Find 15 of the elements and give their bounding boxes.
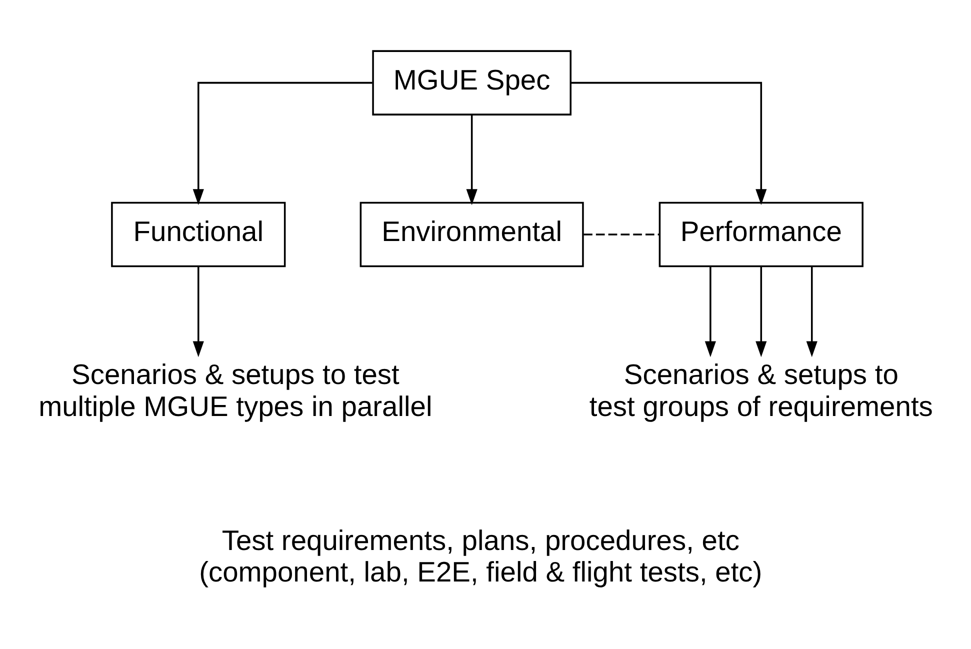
arrow: [756, 266, 767, 358]
node-text: Scenarios & setups to test groups of requirements: [589, 358, 933, 422]
node-text: Test requirements, plans, procedures, etc (component, lab, E2E, field & flight tests, etc): [199, 524, 762, 588]
node-box: Functional: [111, 202, 286, 268]
arrow: [704, 266, 716, 358]
node-box: Environmental: [360, 202, 584, 268]
node-text: Scenarios & setups to test multiple MGUE types in parallel: [38, 358, 432, 422]
arrow: [466, 115, 478, 206]
arrow: [571, 82, 767, 206]
node-box: MGUE Spec: [372, 50, 572, 116]
arrow: [806, 266, 818, 358]
node-box: Performance: [658, 202, 864, 268]
connector: [584, 234, 660, 236]
arrow: [192, 82, 372, 206]
arrow: [192, 266, 204, 358]
